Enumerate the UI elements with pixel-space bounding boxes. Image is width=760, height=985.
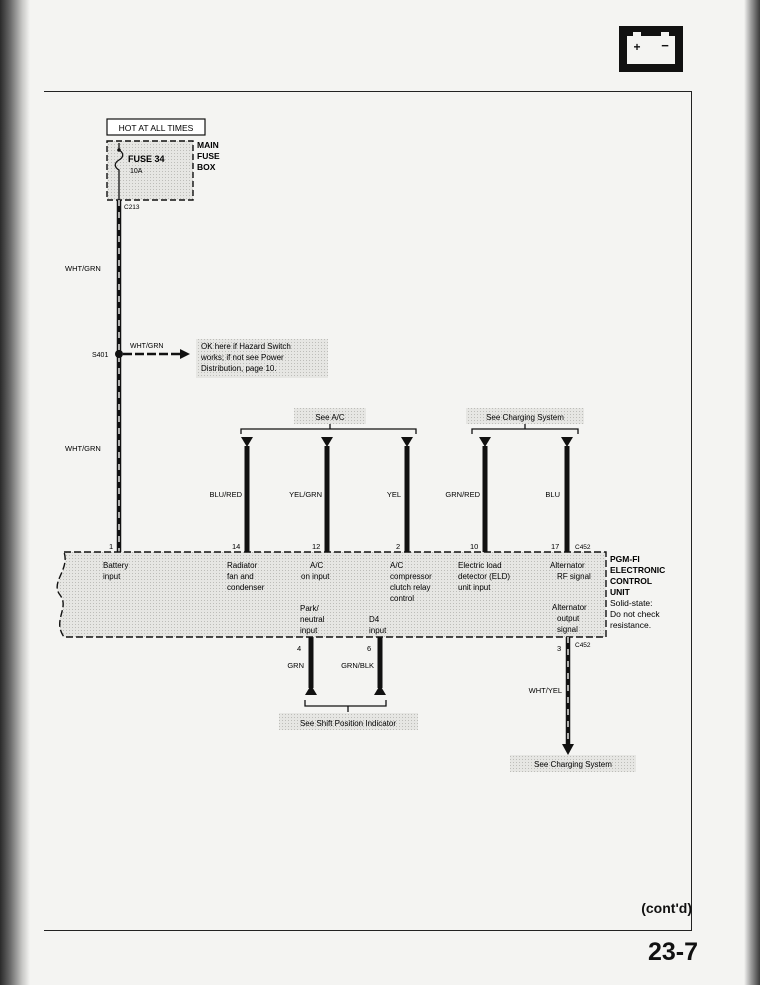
see-ac-box [294,408,366,424]
ecu-title: PGM-FI ELECTRONIC CONTROL UNIT [610,554,668,597]
wire-label-wht-grn-upper: WHT/GRN [65,264,101,273]
page-binding-shadow [0,0,30,985]
hot-at-all-times-label: HOT AT ALL TIMES [119,123,194,133]
ecu-input-ac-relay: A/C compressor clutch relay control [390,561,434,603]
svg-text:−: − [661,38,669,53]
pin-ac-on: 12 [312,542,320,551]
wire-grn-blk [374,637,386,695]
wire-blu [561,437,573,552]
main-fuse-box-label-1: MAIN [197,140,219,150]
pin-battery: 1 [109,542,113,551]
main-fuse-box-label-2: FUSE [197,151,220,161]
connector-c213: C213 [124,204,140,211]
see-ac-bracket [240,428,417,434]
see-charging-bottom-label: See Charging System [534,760,612,769]
fuse-rating: 10A [130,168,143,175]
wire-label-grn: GRN [287,661,304,670]
fuse-name: FUSE 34 [128,154,165,164]
main-fuse-box-label-3: BOX [197,162,216,172]
splice-label: S401 [92,352,108,359]
wire-label-branch: WHT/GRN [130,343,163,350]
wire-label-grn-blk: GRN/BLK [341,661,374,670]
wire-grn-red [479,437,491,552]
see-shift-label: See Shift Position Indicator [300,719,396,728]
wire-yel-grn [321,437,333,552]
wire-wht-yel [562,637,574,755]
main-fuse-box [106,140,194,201]
frame-right-rule [691,91,692,931]
connector-c452-bottom: C452 [575,642,591,649]
ecu-input-eld: Electric load detector (ELD) unit input [458,561,512,592]
frame-top-rule [44,91,692,92]
pin-alt-rf: 17 [551,542,559,551]
hazard-note-box [196,339,328,378]
ecu-note: Solid-state: Do not check resistance. [610,598,662,630]
wire-label-blu-red: BLU/RED [209,490,242,499]
fuse-symbol [114,143,124,200]
see-charging-bottom-box [510,755,636,772]
see-charging-top-bracket [471,428,579,434]
wire-label-wht-grn-lower: WHT/GRN [65,444,101,453]
pin-alt-output: 3 [557,644,561,653]
continued-label: (cont'd) [641,900,692,916]
pin-radiator: 14 [232,542,240,551]
ecu-input-park-neutral: Park/ neutral input [300,604,327,635]
hot-at-all-times-box [106,118,206,136]
splice-s401 [115,350,123,358]
ecu-input-alt-rf: Alternator RF signal [550,561,591,581]
pin-eld: 10 [470,542,478,551]
branch-arrow-icon [180,349,190,359]
see-charging-top-box [466,408,584,424]
hazard-note-line-3: Distribution, page 10. [201,364,277,373]
wire-label-blu: BLU [545,490,560,499]
see-charging-top-label: See Charging System [486,413,564,422]
page-number: 23-7 [647,938,698,966]
page-edge-shadow [744,0,760,985]
wire-label-grn-red: GRN/RED [445,490,480,499]
pin-d4: 6 [367,644,371,653]
battery-icon: + − [619,26,683,72]
see-shift-bracket [304,700,387,707]
ecu-input-ac-on: A/C on input [301,561,330,581]
svg-text:+: + [633,40,640,54]
connector-c452-top: C452 [575,544,591,551]
frame-bottom-rule [44,930,692,931]
ecu-body [56,551,607,638]
wire-yel [401,437,413,552]
ecu-input-battery: Battery input [103,561,131,581]
wire-label-wht-yel: WHT/YEL [529,686,562,695]
ecu-input-alt-output: Alternator output signal [552,603,589,634]
wire-label-yel: YEL [387,490,401,499]
pin-ac-relay: 2 [396,542,400,551]
hazard-note-line-1: OK here if Hazard Switch [201,342,291,351]
see-ac-label: See A/C [315,413,345,422]
ecu-input-d4: D4 input [369,615,387,635]
ecu-input-radiator: Radiator fan and condenser [227,561,265,592]
fuse-terminal [117,148,121,152]
hazard-note-line-2: works; if not see Power [200,353,284,362]
see-shift-box [279,713,418,730]
wire-label-yel-grn: YEL/GRN [289,490,322,499]
pin-park-neutral: 4 [297,644,301,653]
wire-blu-red [241,437,253,552]
wire-grn [305,637,317,695]
